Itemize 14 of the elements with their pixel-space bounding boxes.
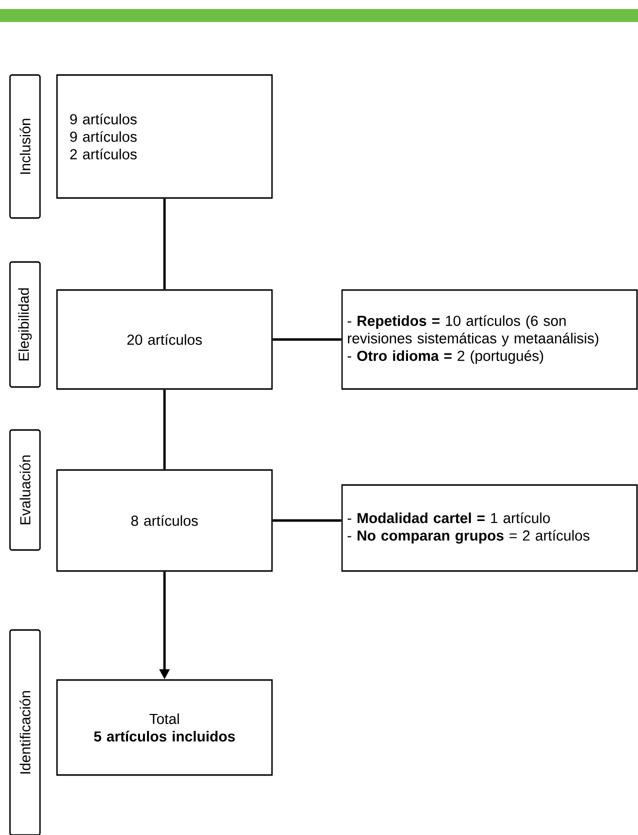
stage-label: Evaluación xyxy=(9,429,41,551)
process-box: Total 5 artículos incluidos xyxy=(56,679,273,776)
connector xyxy=(272,338,342,341)
process-box: 8 artículos xyxy=(56,469,273,572)
stage-label: Inclusión xyxy=(9,74,41,219)
process-box: - Modalidad cartel = 1 artículo - No comparan grupos = 2 artículos xyxy=(341,484,638,572)
stage-label: Elegibilidad xyxy=(9,261,41,388)
process-box: 9 artículos 9 artículos 2 artículos xyxy=(56,74,273,199)
connector xyxy=(272,519,342,522)
connector xyxy=(163,390,166,470)
connector xyxy=(163,198,166,290)
process-box: 20 artículos xyxy=(56,289,273,390)
process-box: - Repetidos = 10 artículos (6 son revisiones sistemáticas y metaanálisis) - Otro idioma = 2 (portugués) xyxy=(341,289,638,390)
stage-label: Identificación xyxy=(9,629,41,835)
